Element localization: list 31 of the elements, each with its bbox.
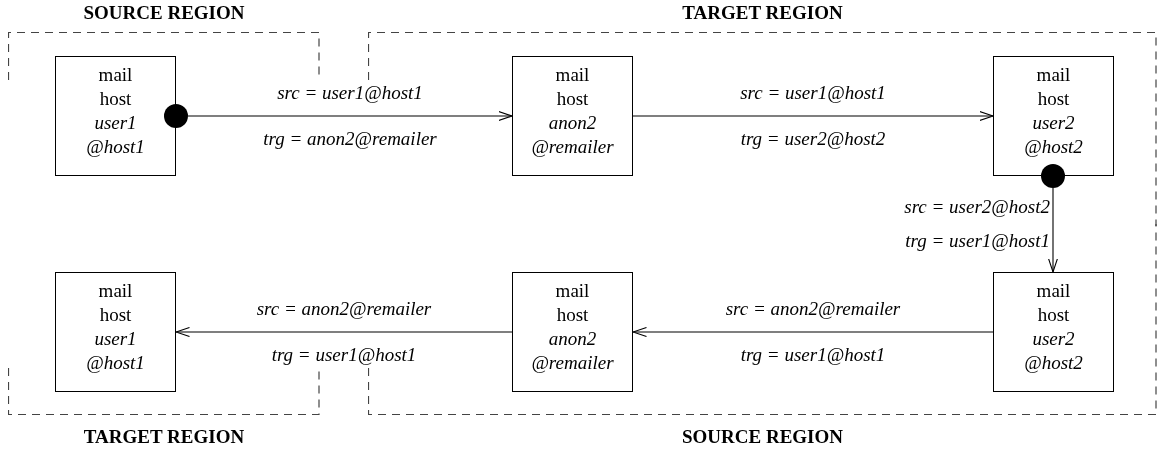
- edge-label: trg = user1@host1: [740, 344, 886, 366]
- region-heading: SOURCE REGION: [682, 426, 843, 448]
- region-heading: SOURCE REGION: [83, 2, 245, 24]
- edge-label: trg = anon2@remailer: [263, 128, 437, 150]
- edge-label: src = anon2@remailer: [725, 298, 901, 320]
- address-label: user1 @host1: [85, 327, 146, 375]
- arrow: [187, 110, 513, 122]
- edge-label: trg = user2@host2: [740, 128, 886, 150]
- address-label: anon2 @remailer: [530, 327, 615, 375]
- mail-host-box: [993, 272, 1114, 392]
- mail-host-box: [55, 272, 176, 392]
- arrow: [632, 326, 994, 338]
- mail-host-box: [993, 56, 1114, 176]
- mail-host-box: [512, 56, 633, 176]
- edge-label: src = user1@host1: [740, 82, 886, 104]
- edge-label: src = user2@host2: [904, 196, 1050, 218]
- arrow: [1047, 187, 1059, 273]
- mail-host-box: [55, 56, 176, 176]
- edge-label: trg = user1@host1: [271, 344, 417, 366]
- region-heading: TARGET REGION: [83, 426, 245, 448]
- edge-label: trg = user1@host1: [905, 230, 1050, 252]
- region-heading: TARGET REGION: [682, 2, 843, 24]
- arrow: [632, 110, 994, 122]
- address-label: anon2 @remailer: [530, 111, 615, 159]
- address-label: user2 @host2: [1023, 111, 1084, 159]
- edge-label: src = user1@host1: [277, 82, 423, 104]
- mail-host-box: [512, 272, 633, 392]
- address-label: user2 @host2: [1023, 327, 1084, 375]
- edge-label: src = anon2@remailer: [256, 298, 432, 320]
- address-label: user1 @host1: [85, 111, 146, 159]
- arrow: [175, 326, 513, 338]
